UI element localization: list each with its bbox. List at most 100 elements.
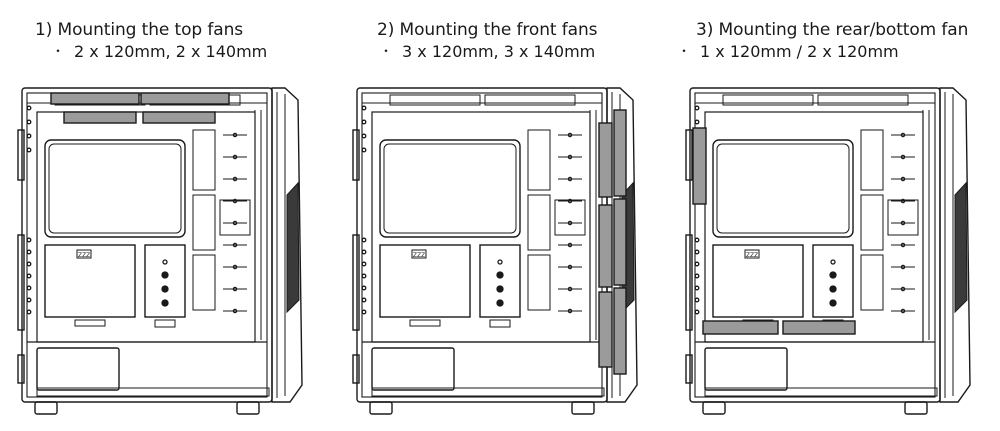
fan-top	[140, 92, 230, 105]
drive-screw	[161, 285, 169, 293]
case-foot	[369, 401, 393, 415]
screw-hole	[361, 133, 367, 139]
cable-cutout	[192, 194, 216, 251]
motherboard-tray	[704, 111, 924, 343]
rear-bracket	[17, 129, 25, 181]
case-foot	[702, 401, 726, 415]
screw-hole	[361, 297, 367, 303]
cable-cutout	[527, 129, 551, 191]
rail-hole	[232, 154, 238, 160]
ssd-plate	[219, 199, 251, 236]
screw-hole	[26, 285, 32, 291]
drive-screw	[830, 259, 836, 265]
tray-cutout	[712, 244, 804, 318]
cpu-cutout	[712, 139, 854, 238]
screw-hole	[361, 273, 367, 279]
logo-text: ZZZ	[746, 252, 758, 259]
logo-plate	[744, 249, 760, 259]
rear-bracket	[352, 129, 360, 181]
fan-top	[50, 92, 140, 105]
fan-rear	[692, 127, 707, 205]
fan-top	[63, 111, 137, 124]
drive-screw	[829, 285, 837, 293]
ssd-plate	[887, 199, 919, 236]
screw-hole	[26, 273, 32, 279]
front-bezel	[606, 87, 638, 403]
top-fan-slot	[484, 94, 576, 106]
screw-hole	[694, 119, 700, 125]
cpu-cutout	[379, 139, 521, 238]
top-fan-slot	[722, 94, 814, 106]
drive-bay	[144, 244, 186, 318]
cpu-cutout-inner	[716, 143, 850, 234]
drive-screw	[161, 271, 169, 279]
screw-hole	[694, 285, 700, 291]
rail-hole	[232, 220, 238, 226]
case-foot	[34, 401, 58, 415]
rail-hole	[232, 286, 238, 292]
rail-hole	[900, 154, 906, 160]
screw-hole	[26, 249, 32, 255]
screw-hole	[361, 147, 367, 153]
fan-bottom	[782, 320, 856, 335]
panel-spec: ・2 x 120mm, 2 x 140mm	[52, 42, 267, 61]
screw-hole	[694, 297, 700, 303]
fan-spec-text: 1 x 120mm / 2 x 120mm	[700, 42, 899, 61]
drive-screw	[162, 259, 168, 265]
cable-cutout	[860, 129, 884, 191]
rail-hole	[567, 242, 573, 248]
bottom-rail	[36, 387, 270, 397]
cable-cutout	[527, 254, 551, 311]
screw-hole	[26, 237, 32, 243]
fan-front	[598, 204, 613, 288]
fan-spec-text: 3 x 120mm, 3 x 140mm	[402, 42, 596, 61]
motherboard-tray	[36, 111, 256, 343]
rail-hole	[567, 198, 573, 204]
ssd-plate	[554, 199, 586, 236]
bullet: ・	[678, 44, 691, 58]
screw-hole	[361, 285, 367, 291]
rail-hole	[900, 198, 906, 204]
front-bezel	[271, 87, 303, 403]
cable-hole	[489, 319, 511, 328]
case-foot	[236, 401, 260, 415]
motherboard-tray	[371, 111, 591, 343]
drive-screw	[829, 271, 837, 279]
screw-hole	[694, 105, 700, 111]
drive-bay	[479, 244, 521, 318]
logo-text: ZZZ	[78, 252, 90, 259]
rail-hole	[567, 154, 573, 160]
drive-screw	[497, 259, 503, 265]
cable-cutout	[192, 129, 216, 191]
cpu-cutout-inner	[48, 143, 182, 234]
front-vent	[286, 181, 300, 314]
pc-case-diagram: ZZZ	[685, 87, 971, 415]
screw-hole	[694, 237, 700, 243]
screw-hole	[26, 133, 32, 139]
drive-screw	[829, 299, 837, 307]
case-foot	[571, 401, 595, 415]
top-fans-panel: 1) Mounting the top fans ・2 x 120mm, 2 x…	[0, 0, 330, 431]
case-foot	[904, 401, 928, 415]
cable-hole	[74, 319, 106, 327]
pc-case-diagram: ZZZ	[352, 87, 638, 415]
front-fans-panel: 2) Mounting the front fans ・3 x 120mm, 3…	[335, 0, 665, 431]
rail-hole	[900, 242, 906, 248]
bottom-rail	[371, 387, 605, 397]
drive-screw	[496, 285, 504, 293]
rear-bracket	[352, 234, 360, 331]
panel-title: 3) Mounting the rear/bottom fan	[696, 20, 969, 40]
panel-spec: ・ 1 x 120mm / 2 x 120mm	[678, 42, 899, 61]
rail-hole	[232, 242, 238, 248]
rail-hole	[900, 264, 906, 270]
screw-hole	[26, 147, 32, 153]
logo-text: ZZZ	[413, 252, 425, 259]
rail-hole	[567, 176, 573, 182]
screw-hole	[361, 119, 367, 125]
screw-hole	[361, 261, 367, 267]
screw-hole	[694, 273, 700, 279]
front-vent	[954, 181, 968, 314]
rail-hole	[232, 198, 238, 204]
rail-hole	[567, 308, 573, 314]
rear-bracket	[685, 354, 693, 384]
